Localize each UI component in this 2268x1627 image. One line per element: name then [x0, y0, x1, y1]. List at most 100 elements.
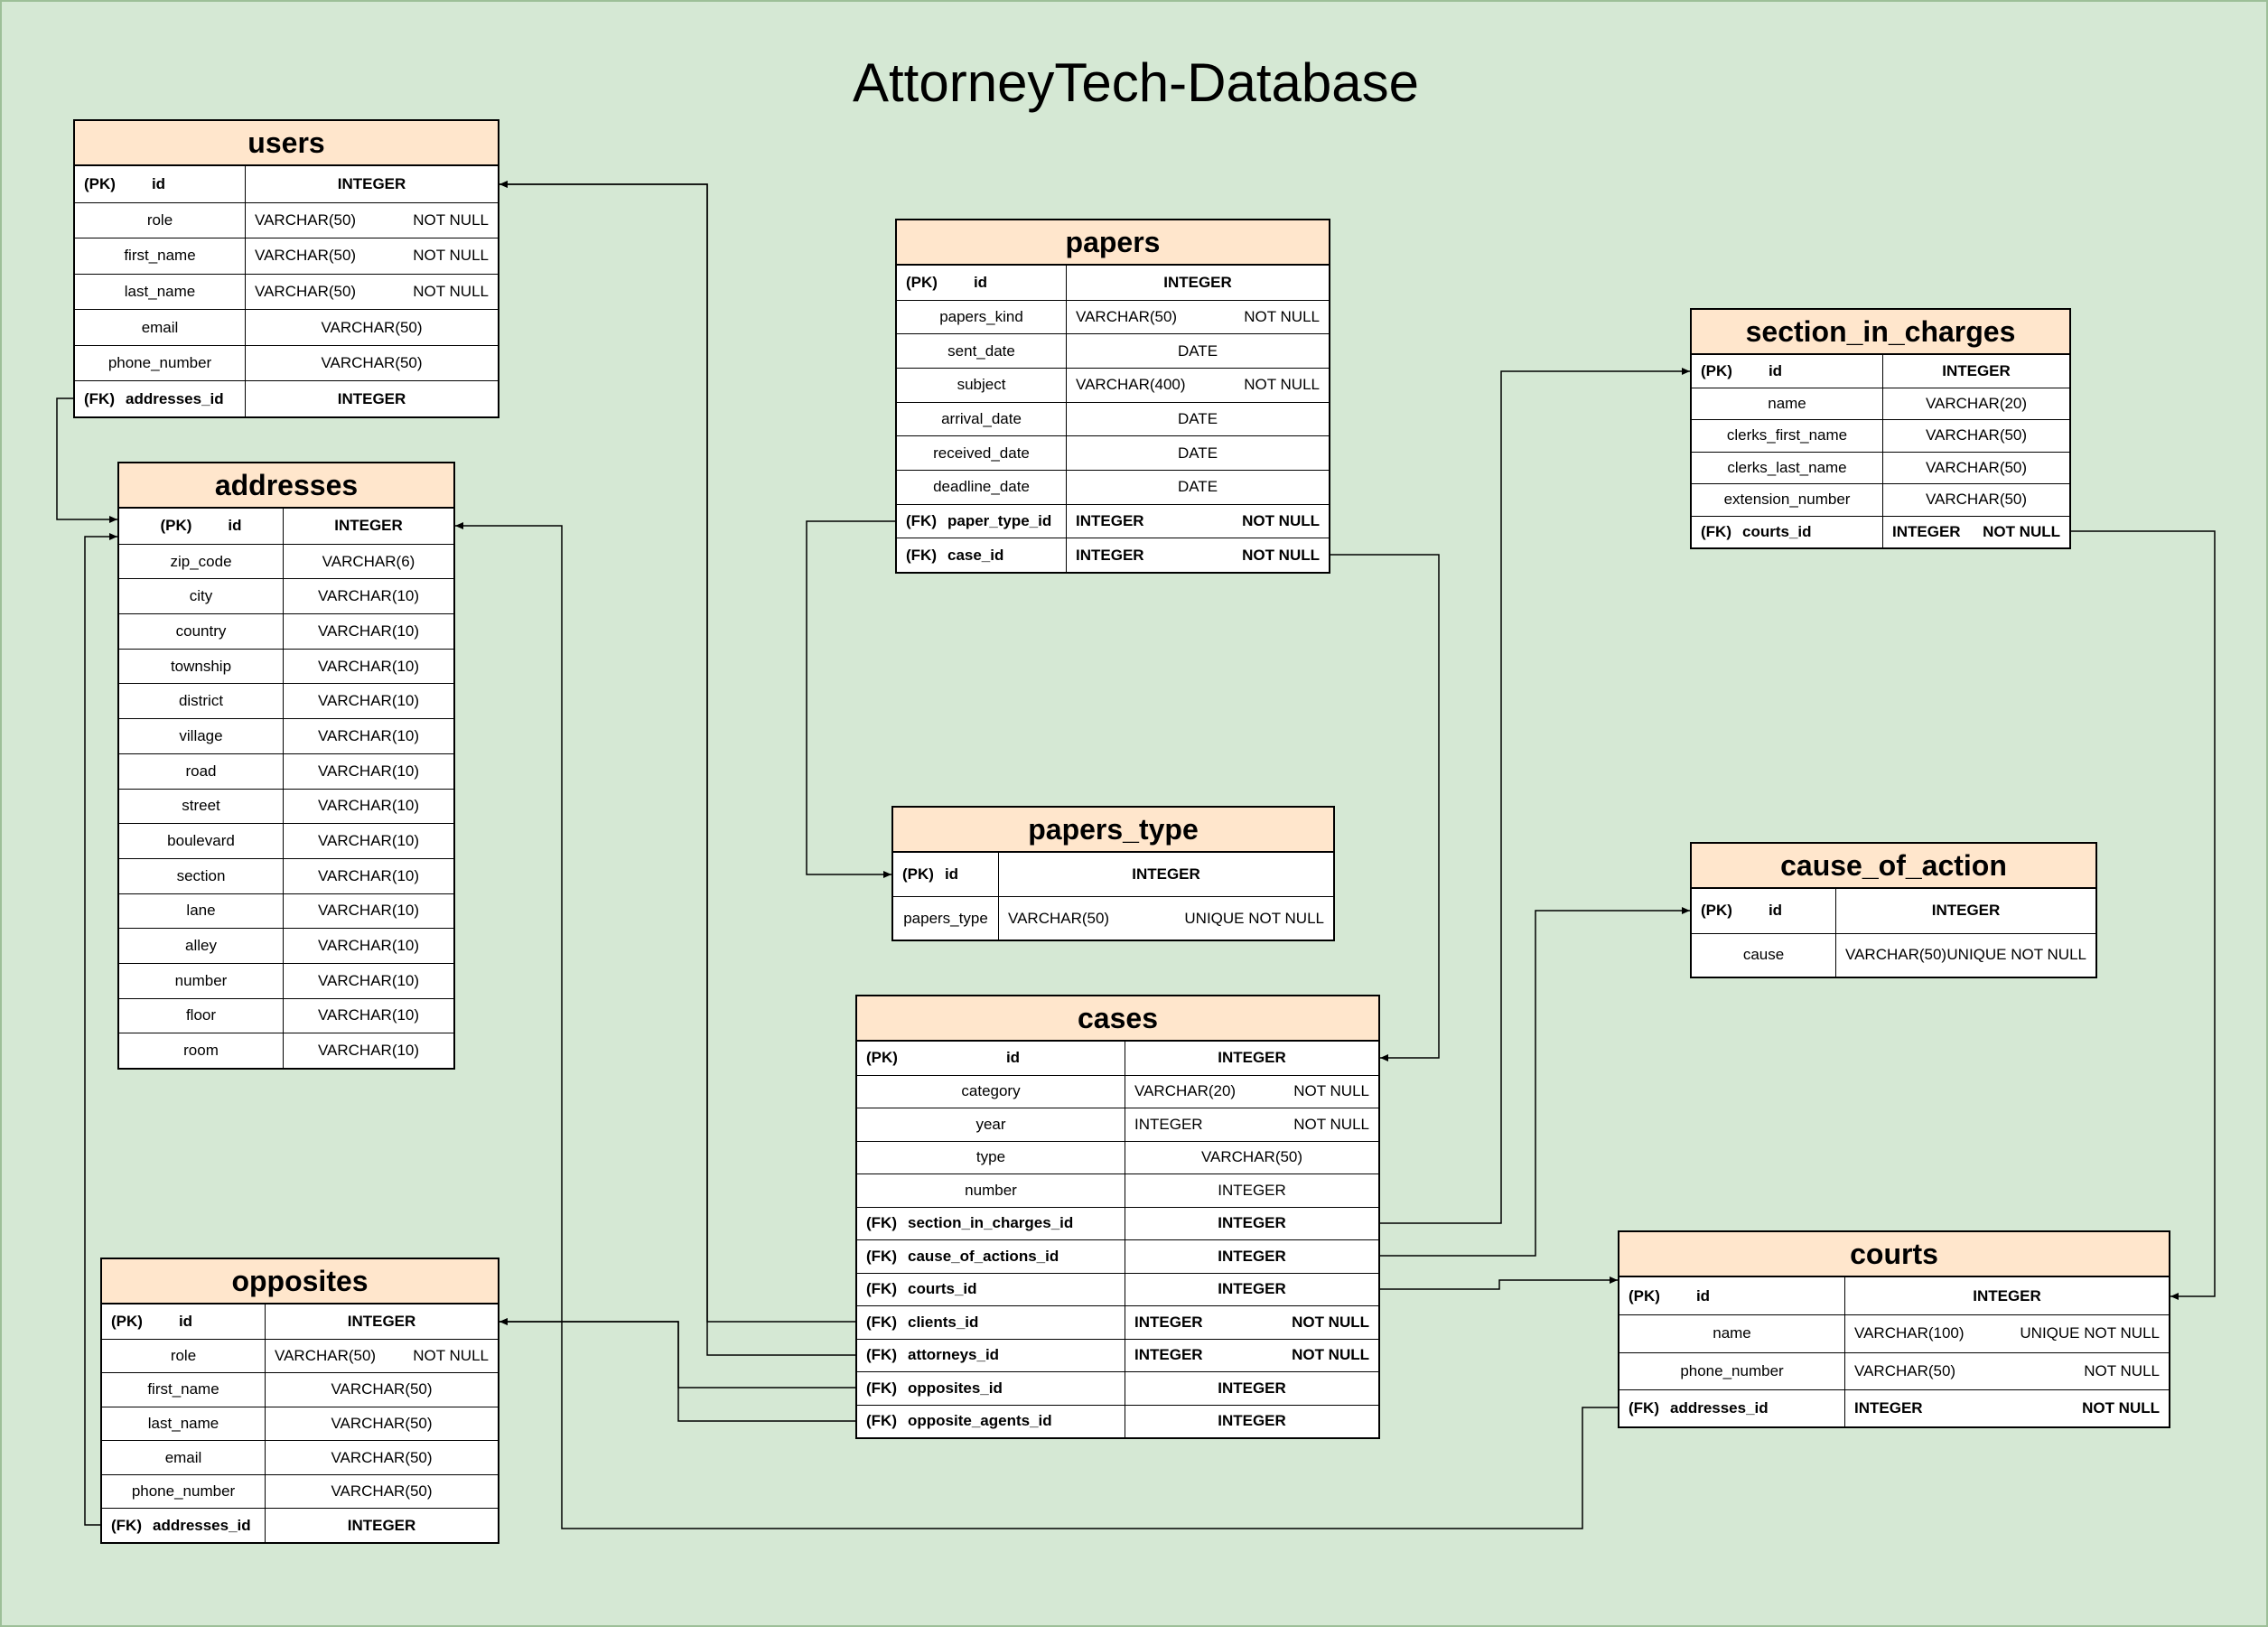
- table-header: addresses: [119, 463, 453, 509]
- column-type-cell: VARCHAR(10): [284, 719, 453, 753]
- column-name: email: [164, 1448, 202, 1466]
- column-name-cell: phone_number: [1619, 1352, 1845, 1389]
- primary-key-tag: (PK): [160, 517, 192, 535]
- column-name: phone_number: [1680, 1361, 1784, 1379]
- column-name: papers_type: [903, 909, 988, 927]
- column-name: id: [228, 517, 242, 535]
- column-type: VARCHAR(10): [317, 797, 420, 815]
- column-type-cell: INTEGER: [1125, 1042, 1378, 1075]
- foreign-key-tag: (FK): [1629, 1398, 1659, 1417]
- column-name-cell: email: [75, 310, 246, 345]
- column-name-cell: street: [119, 789, 284, 824]
- column-type-cell: INTEGER: [1125, 1240, 1378, 1273]
- foreign-key-tag: (FK): [866, 1379, 897, 1397]
- column-type-cell: VARCHAR(100)UNIQUE NOT NULL: [1845, 1315, 2169, 1351]
- column-type: VARCHAR(400): [1076, 376, 1186, 394]
- column-type: INTEGER: [1218, 1049, 1286, 1067]
- column-constraint: NOT NULL: [413, 247, 489, 265]
- column-constraint: NOT NULL: [413, 210, 489, 229]
- column-type: VARCHAR(50): [275, 1346, 377, 1364]
- column-type: VARCHAR(10): [317, 726, 420, 744]
- table-header: cases: [857, 996, 1378, 1042]
- table-header: users: [75, 121, 498, 166]
- primary-key-tag: (PK): [1629, 1286, 1660, 1304]
- column-type-cell: INTEGER: [1125, 1208, 1378, 1240]
- cases-clients-users-connector: [499, 181, 855, 1323]
- column-type-cell: INTEGER: [266, 1304, 498, 1339]
- column-name: addresses_id: [125, 389, 224, 407]
- diagram-title: AttorneyTech-Database: [852, 52, 1419, 113]
- column-type: VARCHAR(50): [331, 1380, 433, 1398]
- column-name-cell: road: [119, 753, 284, 789]
- column-type-cell: VARCHAR(10): [284, 824, 453, 858]
- foreign-key-tag: (FK): [866, 1280, 897, 1298]
- column-type: VARCHAR(10): [317, 657, 420, 675]
- column-name: clerks_last_name: [1727, 458, 1847, 476]
- column-name: room: [183, 1042, 219, 1060]
- column-type: INTEGER: [1942, 361, 2011, 379]
- table-header: opposites: [102, 1259, 498, 1304]
- column-name: courts_id: [907, 1280, 977, 1298]
- column-name: alley: [185, 937, 217, 955]
- column-type: VARCHAR(50): [1854, 1361, 1956, 1379]
- column-type: INTEGER: [1134, 1115, 1203, 1133]
- column-name-cell: (FK)clients_id: [857, 1306, 1125, 1339]
- column-name-cell: phone_number: [102, 1474, 266, 1509]
- table-row: (PK) id INTEGER: [119, 509, 453, 544]
- column-name-cell: clerks_last_name: [1692, 452, 1883, 483]
- column-name-cell: country: [119, 614, 284, 649]
- column-type: VARCHAR(50): [255, 282, 357, 300]
- column-name-cell: (PK)id: [897, 266, 1067, 300]
- column-name-cell: (FK)addresses_id: [75, 381, 246, 416]
- column-type-cell: VARCHAR(10): [284, 790, 453, 824]
- column-name: id: [973, 273, 988, 291]
- column-name: category: [961, 1082, 1021, 1100]
- column-constraint: NOT NULL: [1292, 1313, 1369, 1331]
- column-type: DATE: [1177, 478, 1218, 496]
- column-name-cell: (FK)addresses_id: [1619, 1389, 1845, 1426]
- column-type-cell: INTEGER: [284, 509, 453, 544]
- column-name: zip_code: [170, 552, 232, 570]
- column-name-cell: (FK)case_id: [897, 538, 1067, 572]
- column-type-cell: DATE: [1067, 436, 1329, 470]
- column-type: INTEGER: [1132, 865, 1200, 883]
- column-type: INTEGER: [347, 1516, 416, 1534]
- column-type-cell: VARCHAR(10): [284, 650, 453, 684]
- column-name: clients_id: [907, 1313, 979, 1331]
- column-name-cell: email: [102, 1441, 266, 1474]
- column-name: country: [175, 622, 227, 640]
- column-type: VARCHAR(10): [317, 937, 420, 955]
- table-name: section_in_charges: [1745, 314, 2016, 348]
- column-name-cell: (PK)id: [75, 166, 246, 202]
- column-type-cell: VARCHAR(10): [284, 859, 453, 893]
- column-name: email: [141, 318, 179, 336]
- column-name: id: [151, 174, 166, 192]
- column-name-cell: (PK) id: [119, 509, 284, 544]
- foreign-key-tag: (FK): [906, 546, 937, 564]
- column-name: township: [170, 657, 232, 675]
- users-addresses-connector: [56, 397, 117, 523]
- table-name: papers_type: [1028, 812, 1199, 846]
- table-name: users: [247, 126, 325, 159]
